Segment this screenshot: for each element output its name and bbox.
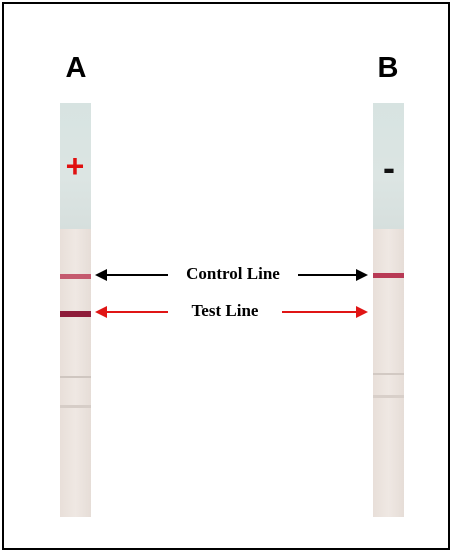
strip-b [373, 103, 404, 517]
strip-a-control-band [60, 274, 91, 279]
strip-a-faint-mark-2 [60, 405, 91, 408]
strip-a-label: A [65, 52, 87, 84]
control-line-label: Control Line [186, 264, 280, 283]
strip-a-result-sign: + [65, 148, 85, 184]
strip-b-result-sign: - [383, 147, 395, 188]
strip-b-window [373, 103, 404, 229]
test-line-arrow-right [282, 306, 368, 318]
test-line-arrow-left [95, 306, 168, 318]
test-line-label: Test Line [191, 301, 259, 320]
strip-a [60, 103, 91, 517]
control-line-arrow-left [95, 269, 168, 281]
strip-a-test-band [60, 311, 91, 317]
strip-b-label: B [377, 52, 399, 84]
strip-a-faint-mark [60, 376, 91, 378]
strip-a-window [60, 103, 91, 229]
strip-b-faint-mark [373, 373, 404, 375]
strip-b-control-band [373, 273, 404, 278]
control-line-arrow-right [298, 269, 368, 281]
strip-b-faint-mark-2 [373, 395, 404, 398]
